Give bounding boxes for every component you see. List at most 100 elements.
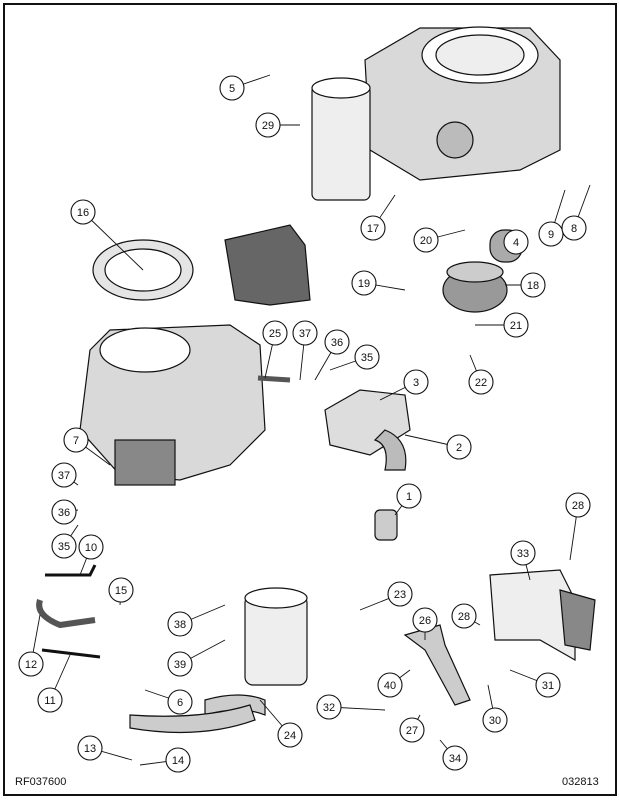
callout-6: 6: [167, 689, 193, 715]
callout-circle: [468, 369, 494, 395]
callout-number: 14: [172, 755, 184, 767]
callout-circle: [324, 329, 350, 355]
callout-31: 31: [535, 672, 561, 698]
callout-circle: [482, 707, 508, 733]
callout-4: 4: [503, 229, 529, 255]
callout-number: 31: [542, 680, 554, 692]
callout-circle: [520, 272, 546, 298]
callout-circle: [360, 215, 386, 241]
callout-11: 11: [37, 687, 63, 713]
callout-23: 23: [387, 581, 413, 607]
engine-top-view: [364, 26, 561, 181]
callout-number: 35: [58, 541, 70, 553]
callout-number: 36: [331, 337, 343, 349]
callout-circle: [78, 534, 104, 560]
throttle-lever: [403, 624, 471, 706]
callout-10: 10: [78, 534, 104, 560]
callout-18: 18: [520, 272, 546, 298]
callout-circle: [510, 540, 536, 566]
engine-main: [79, 324, 266, 486]
callout-number: 26: [419, 615, 431, 627]
callout-circle: [446, 434, 472, 460]
fuel-hose: [36, 599, 96, 629]
callout-number: 6: [177, 697, 183, 709]
callout-25: 25: [262, 320, 288, 346]
callout-number: 1: [406, 491, 412, 503]
callout-number: 27: [406, 725, 418, 737]
figure-code: RF037600: [15, 776, 67, 788]
blower-housing: [224, 224, 311, 306]
callout-circle: [351, 270, 377, 296]
clutch-pulley: [442, 261, 508, 313]
callout-circle: [413, 227, 439, 253]
callout-circle: [18, 651, 44, 677]
oil-filter-canister: [311, 77, 371, 201]
callout-number: 37: [299, 328, 311, 340]
callout-circle: [77, 735, 103, 761]
callout-circle: [292, 320, 318, 346]
callout-circle: [262, 320, 288, 346]
leader-line: [82, 211, 144, 271]
callout-number: 35: [361, 352, 373, 364]
callout-21: 21: [503, 312, 529, 338]
callout-number: 9: [548, 229, 554, 241]
callout-12: 12: [18, 651, 44, 677]
callout-30: 30: [482, 707, 508, 733]
callout-circle: [503, 229, 529, 255]
rod-11: [41, 648, 101, 659]
callout-circle: [51, 462, 77, 488]
callout-28: 28: [565, 492, 591, 518]
callout-circle: [503, 312, 529, 338]
callout-circle: [277, 722, 303, 748]
callout-circle: [354, 344, 380, 370]
rod-10: [45, 564, 97, 577]
callout-34: 34: [442, 745, 468, 771]
callout-number: 36: [58, 507, 70, 519]
callout-1: 1: [396, 483, 422, 509]
callout-circle: [51, 499, 77, 525]
callout-circle: [442, 745, 468, 771]
callout-number: 30: [489, 715, 501, 727]
callout-39: 39: [167, 651, 193, 677]
callout-number: 2: [456, 442, 462, 454]
callout-circle: [37, 687, 63, 713]
callout-22: 22: [468, 369, 494, 395]
callout-15: 15: [108, 577, 134, 603]
callout-19: 19: [351, 270, 377, 296]
callout-36: 36: [51, 499, 77, 525]
callout-number: 20: [420, 235, 432, 247]
callout-number: 22: [475, 377, 487, 389]
callout-32: 32: [316, 694, 342, 720]
callout-circle: [70, 199, 96, 225]
callout-40: 40: [377, 672, 403, 698]
callout-number: 21: [510, 320, 522, 332]
callout-number: 38: [174, 619, 186, 631]
callout-number: 28: [572, 500, 584, 512]
callout-circle: [451, 603, 477, 629]
callout-circle: [165, 747, 191, 773]
bracket-25: [257, 375, 291, 383]
callout-circle: [63, 427, 89, 453]
air-cleaner: [324, 389, 411, 471]
callout-circle: [167, 651, 193, 677]
callout-number: 33: [517, 548, 529, 560]
callout-number: 23: [394, 589, 406, 601]
callout-28: 28: [451, 603, 477, 629]
callout-27: 27: [399, 717, 425, 743]
callout-number: 17: [367, 223, 379, 235]
callout-5: 5: [219, 75, 245, 101]
callout-number: 13: [84, 743, 96, 755]
callout-circle: [108, 577, 134, 603]
callout-20: 20: [413, 227, 439, 253]
callout-number: 4: [513, 237, 519, 249]
date-code: 032813: [562, 776, 599, 788]
callout-circle: [167, 611, 193, 637]
callout-number: 15: [115, 585, 127, 597]
callout-circle: [396, 483, 422, 509]
callout-38: 38: [167, 611, 193, 637]
callout-circle: [565, 492, 591, 518]
callout-number: 10: [85, 542, 97, 554]
callout-35: 35: [51, 533, 77, 559]
